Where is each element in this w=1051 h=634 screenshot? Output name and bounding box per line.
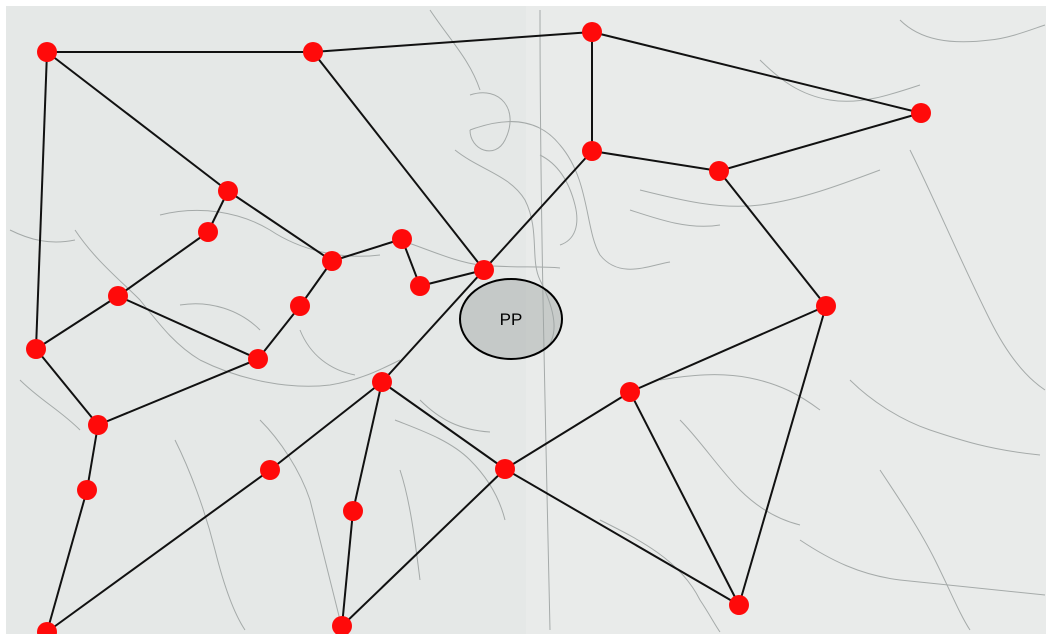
edge — [117, 295, 259, 360]
map-line — [299, 329, 356, 376]
map-line — [899, 19, 1046, 43]
map-line — [394, 419, 506, 521]
node — [26, 339, 46, 359]
edge — [504, 468, 740, 606]
node — [248, 349, 268, 369]
map-line — [679, 419, 801, 526]
map-line — [399, 469, 421, 581]
map-line — [909, 149, 1046, 391]
edge — [331, 238, 403, 262]
edge — [46, 51, 229, 192]
node — [709, 161, 729, 181]
map-line — [174, 439, 246, 631]
edge — [419, 269, 485, 287]
node — [332, 616, 352, 634]
nodes-layer — [26, 22, 931, 634]
node — [911, 103, 931, 123]
node — [322, 251, 342, 271]
map-line — [469, 92, 511, 152]
edge — [117, 231, 209, 297]
map-paper-shade — [6, 6, 526, 634]
center-node: PP — [459, 278, 563, 360]
node — [729, 595, 749, 615]
node — [260, 460, 280, 480]
map-line — [454, 149, 555, 351]
node — [495, 459, 515, 479]
edge — [341, 468, 506, 627]
edge — [312, 31, 593, 53]
map-line — [19, 379, 81, 431]
edge — [97, 358, 259, 426]
map-line — [74, 229, 201, 361]
map-line — [469, 121, 671, 270]
edge — [718, 112, 922, 172]
edge — [46, 469, 271, 633]
map-line — [159, 209, 381, 257]
map-line — [629, 209, 721, 227]
map-line — [599, 519, 721, 633]
node — [218, 181, 238, 201]
edge — [46, 489, 88, 633]
node — [620, 382, 640, 402]
edge — [86, 424, 99, 491]
map-line — [659, 374, 821, 411]
map-line — [759, 59, 921, 102]
edge — [738, 305, 827, 606]
edge — [629, 391, 740, 606]
edge — [381, 381, 506, 470]
edge — [341, 510, 354, 627]
map-line — [259, 419, 341, 621]
edge — [352, 381, 383, 512]
node — [582, 141, 602, 161]
edge — [591, 31, 922, 114]
node — [108, 286, 128, 306]
map-line — [639, 169, 881, 207]
map-lines — [9, 9, 1046, 633]
map-line — [179, 303, 261, 331]
map-line — [539, 9, 551, 631]
map-line — [199, 359, 401, 387]
node — [88, 415, 108, 435]
center-label: PP — [500, 310, 523, 329]
node — [582, 22, 602, 42]
edge — [35, 295, 119, 350]
map-line — [879, 469, 971, 631]
map-line — [849, 379, 1041, 456]
map-line — [429, 9, 481, 91]
node — [372, 372, 392, 392]
edge — [227, 190, 333, 262]
edges-layer — [35, 31, 922, 633]
node — [410, 276, 430, 296]
node — [392, 229, 412, 249]
edge — [269, 381, 383, 471]
map-line — [799, 539, 1046, 596]
node — [303, 42, 323, 62]
map-line — [539, 154, 578, 246]
node — [343, 501, 363, 521]
edge — [504, 391, 631, 470]
node — [198, 222, 218, 242]
node — [37, 622, 57, 634]
node — [816, 296, 836, 316]
edge — [257, 305, 301, 360]
node — [474, 260, 494, 280]
edge — [35, 51, 48, 350]
edge — [718, 170, 827, 307]
map-line — [419, 399, 491, 433]
node — [77, 480, 97, 500]
edge — [629, 305, 827, 393]
center-ellipse — [459, 278, 563, 360]
edge — [591, 150, 720, 172]
edge — [35, 348, 99, 426]
edge — [312, 51, 485, 271]
node — [290, 296, 310, 316]
node — [37, 42, 57, 62]
